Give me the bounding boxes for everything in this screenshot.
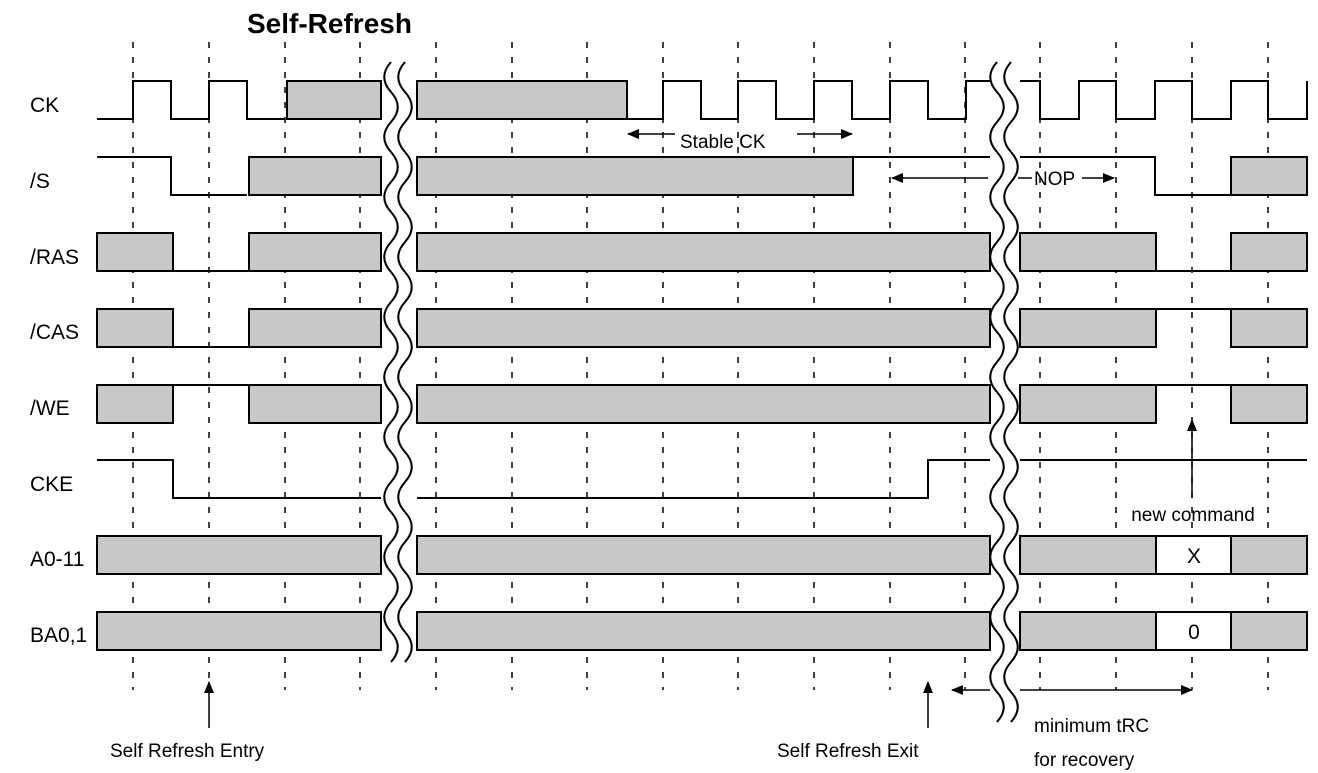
waveform-we xyxy=(96,384,1308,424)
minimum-trc-annotation: minimum tRC for recovery xyxy=(951,685,1193,771)
signal-label-we: /WE xyxy=(30,397,70,420)
signal-label-ck: CK xyxy=(30,94,59,117)
waveform-cke xyxy=(97,459,1307,499)
signal-label-a0-11: A0-11 xyxy=(30,548,84,571)
waveform-ba0-1 xyxy=(96,611,1308,651)
bank-value-cell: 0 xyxy=(1188,621,1200,644)
new-command-annotation: new command xyxy=(1131,419,1255,526)
minimum-trc-label: minimum tRC xyxy=(1034,716,1149,737)
diagram-title: Self-Refresh xyxy=(247,8,412,39)
self-refresh-entry-label: Self Refresh Entry xyxy=(110,741,265,762)
stable-ck-label: Stable CK xyxy=(680,132,766,153)
nop-label: NOP xyxy=(1034,169,1075,190)
self-refresh-exit-label: Self Refresh Exit xyxy=(777,741,919,762)
nop-annotation: NOP xyxy=(891,169,1115,190)
waveform-cas xyxy=(96,308,1308,348)
waveform-ck xyxy=(97,80,1308,120)
signal-label-ras: /RAS xyxy=(30,246,79,269)
self-refresh-exit-annotation: Self Refresh Exit xyxy=(777,681,933,762)
waveform-s xyxy=(97,156,1308,196)
recovery-label: for recovery xyxy=(1034,750,1135,771)
signal-label-s: /S xyxy=(30,170,50,193)
signal-label-cas: /CAS xyxy=(30,321,79,344)
clock-gridlines xyxy=(132,42,1269,690)
self-refresh-entry-annotation: Self Refresh Entry xyxy=(110,681,265,762)
waveform-ras xyxy=(96,232,1308,272)
time-break-markers xyxy=(383,61,1019,723)
new-command-label: new command xyxy=(1131,505,1255,526)
address-value-cell: X xyxy=(1187,545,1201,568)
stable-ck-annotation: Stable CK xyxy=(627,129,853,153)
waveform-a0-11 xyxy=(96,535,1308,575)
signal-label-ba0-1: BA0,1 xyxy=(30,624,87,647)
signal-label-cke: CKE xyxy=(30,473,73,496)
